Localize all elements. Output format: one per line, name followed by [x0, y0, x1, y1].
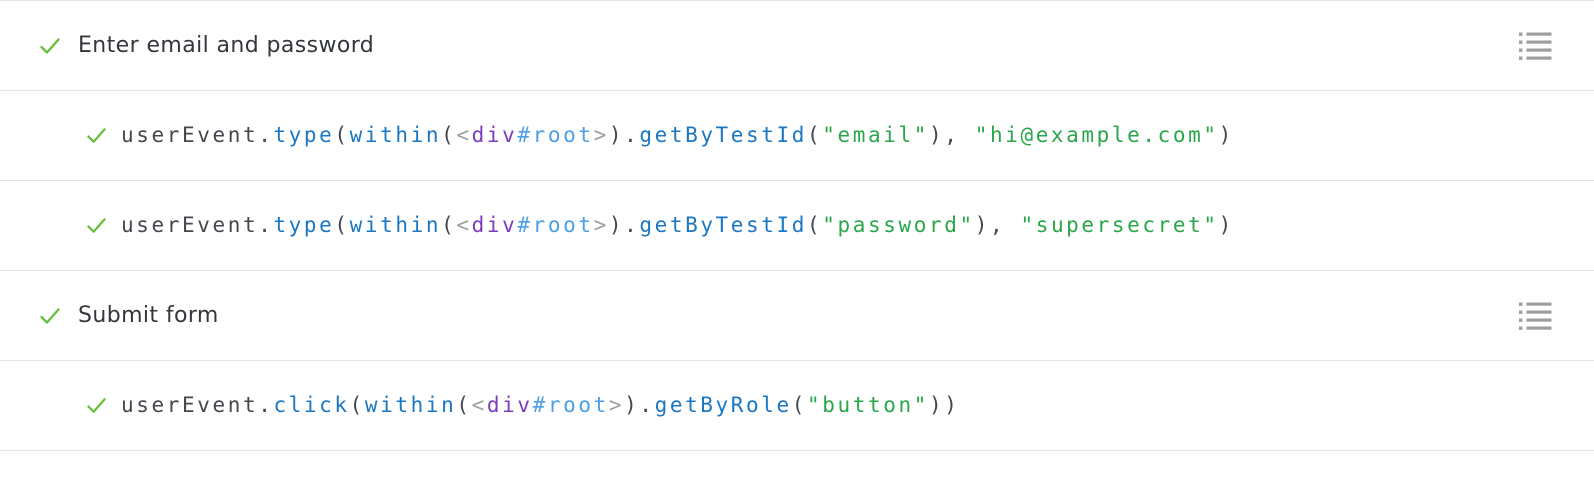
- code-token-method: getByTestId: [639, 123, 808, 147]
- code-token-base: userEvent.: [121, 393, 274, 417]
- code-token-string: "hi@example.com": [974, 123, 1219, 147]
- check-icon: [85, 394, 108, 417]
- code-token-bracket: <: [456, 123, 472, 147]
- code-token-method: type: [273, 123, 335, 147]
- code-token-id: #root: [517, 123, 594, 147]
- code-token-base: (: [807, 123, 823, 147]
- code-token-element: div: [471, 123, 518, 147]
- code-token-method: within: [364, 393, 457, 417]
- check-icon: [85, 124, 108, 147]
- code-token-base: ).: [608, 123, 640, 147]
- code-token-base: (: [456, 393, 472, 417]
- code-token-id: #root: [532, 393, 609, 417]
- code-token-bracket: >: [608, 393, 625, 417]
- code-token-method: click: [273, 393, 350, 417]
- code-token-bracket: <: [456, 213, 472, 237]
- unordered-list-icon: [1519, 302, 1552, 330]
- code-token-method: within: [349, 213, 442, 237]
- code-token-base: ).: [608, 213, 640, 237]
- code-token-element: div: [471, 213, 518, 237]
- code-token-base: (: [441, 123, 457, 147]
- code-token-base: ).: [624, 393, 655, 417]
- interactions-list: Enter email and password userEvent.type(…: [0, 1, 1594, 451]
- interaction-group-row[interactable]: Submit form: [0, 271, 1594, 361]
- code-token-method: within: [349, 123, 442, 147]
- code-token-string: "supersecret": [1020, 213, 1219, 237]
- code-token-method: getByTestId: [639, 213, 808, 237]
- interaction-call-code: userEvent.click(within(<div#root>).getBy…: [121, 395, 959, 416]
- code-token-method: getByRole: [654, 393, 792, 417]
- interaction-call-row[interactable]: userEvent.click(within(<div#root>).getBy…: [0, 361, 1594, 451]
- code-token-string: "email": [822, 123, 929, 147]
- code-token-base: ): [1218, 123, 1234, 147]
- code-token-element: div: [486, 393, 533, 417]
- interaction-call-row[interactable]: userEvent.type(within(<div#root>).getByT…: [0, 181, 1594, 271]
- code-token-method: type: [273, 213, 335, 237]
- check-icon: [85, 214, 108, 237]
- code-token-string: "button": [807, 393, 929, 417]
- code-token-string: "password": [822, 213, 975, 237]
- interaction-group-label: Submit form: [78, 303, 219, 328]
- code-token-base: (: [807, 213, 823, 237]
- interaction-call-code: userEvent.type(within(<div#root>).getByT…: [121, 215, 1234, 236]
- interaction-call-row[interactable]: userEvent.type(within(<div#root>).getByT…: [0, 91, 1594, 181]
- interaction-group-row[interactable]: Enter email and password: [0, 1, 1594, 91]
- code-token-base: (: [791, 393, 808, 417]
- code-token-base: ),: [974, 213, 1021, 237]
- code-token-base: (: [349, 393, 365, 417]
- code-token-id: #root: [517, 213, 594, 237]
- unordered-list-icon: [1519, 32, 1552, 60]
- code-token-base: (: [334, 213, 350, 237]
- interaction-group-label: Enter email and password: [78, 33, 375, 58]
- check-icon: [38, 304, 62, 328]
- code-token-base: (: [441, 213, 457, 237]
- check-icon: [38, 34, 62, 58]
- interaction-call-code: userEvent.type(within(<div#root>).getByT…: [121, 125, 1234, 146]
- code-token-base: (: [334, 123, 350, 147]
- code-token-bracket: >: [593, 123, 609, 147]
- code-token-base: userEvent.: [121, 213, 274, 237]
- code-token-bracket: >: [593, 213, 609, 237]
- code-token-base: userEvent.: [121, 123, 274, 147]
- code-token-bracket: <: [471, 393, 487, 417]
- code-token-base: ): [1218, 213, 1234, 237]
- code-token-base: )): [928, 393, 960, 417]
- code-token-base: ),: [928, 123, 975, 147]
- interactions-panel: Enter email and password userEvent.type(…: [0, 0, 1594, 451]
